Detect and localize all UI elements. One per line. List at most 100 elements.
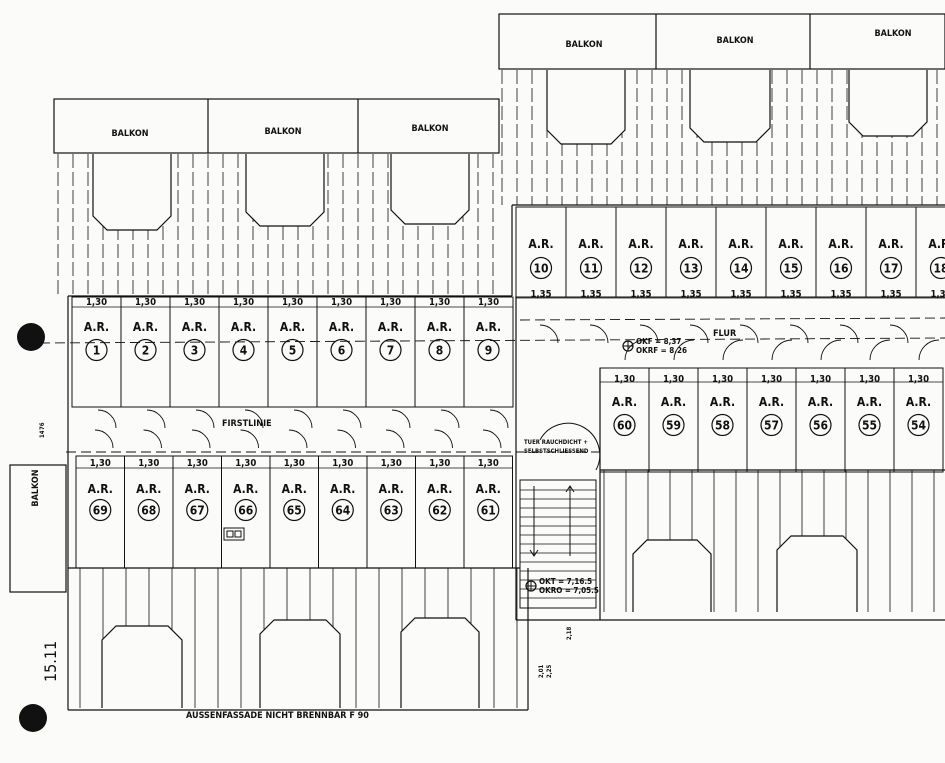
balcony-label-top-right-2: BALKON bbox=[716, 36, 753, 46]
room-number-circle bbox=[283, 498, 306, 522]
room-65: A.R.651,30 bbox=[269, 455, 319, 569]
room-number-circle bbox=[330, 338, 353, 362]
room-number: 60 bbox=[617, 419, 632, 433]
room-number-circle bbox=[477, 338, 500, 362]
facade-note: AUSSENFASSADE NICHT BRENNBAR F 90 bbox=[186, 711, 369, 721]
room-label: A.R. bbox=[928, 237, 945, 251]
balcony-label-top-right-3: BALKON bbox=[874, 29, 911, 39]
room-outline bbox=[665, 206, 717, 298]
dim-76: 76 bbox=[39, 422, 46, 430]
balcony-strip-right bbox=[498, 13, 945, 70]
room-number: 66 bbox=[238, 504, 253, 518]
room-17: A.R.171,35 bbox=[865, 206, 917, 300]
room-number-circle bbox=[428, 498, 451, 522]
dormer-top-4 bbox=[546, 70, 626, 145]
room-label: A.R. bbox=[710, 395, 735, 409]
room-63: A.R.631,30 bbox=[366, 455, 416, 569]
room-number-circle bbox=[134, 338, 157, 362]
room-4: A.R.41,30 bbox=[218, 296, 269, 408]
room-number-circle bbox=[629, 256, 653, 280]
room-number: 11 bbox=[583, 262, 598, 276]
room-outline bbox=[765, 206, 817, 298]
room-8: A.R.81,30 bbox=[414, 296, 465, 408]
room-number: 58 bbox=[715, 419, 730, 433]
room-number-circle bbox=[858, 413, 881, 437]
room-label: A.R. bbox=[878, 237, 903, 251]
dimension-label: 1,30 bbox=[380, 297, 401, 308]
balcony-label-top-left-2: BALKON bbox=[264, 127, 301, 137]
room-60: A.R.601,30 bbox=[599, 367, 650, 473]
room-number-circle bbox=[477, 498, 500, 522]
dimension-label: 1,30 bbox=[761, 374, 782, 385]
room-outline bbox=[815, 206, 867, 298]
punch-hole-bottom bbox=[19, 704, 47, 732]
room-54: A.R.541,30 bbox=[893, 367, 944, 473]
room-67: A.R.671,30 bbox=[172, 455, 222, 569]
room-label: A.R. bbox=[379, 482, 404, 496]
room-number-circle bbox=[183, 338, 206, 362]
room-18: A.R.181,35 bbox=[915, 206, 945, 300]
room-label: A.R. bbox=[136, 482, 161, 496]
room-outline bbox=[915, 206, 945, 298]
room-label: A.R. bbox=[231, 320, 256, 334]
room-label: A.R. bbox=[185, 482, 210, 496]
level-marker-upper: OKF = 8,37 OKRF = 8,26 bbox=[622, 337, 687, 355]
dimension-label: 1,30 bbox=[86, 297, 107, 308]
room-7: A.R.71,30 bbox=[365, 296, 416, 408]
room-number: 13 bbox=[683, 262, 698, 276]
dimension-label: 1,30 bbox=[908, 374, 929, 385]
room-label: A.R. bbox=[678, 237, 703, 251]
dormer-top-3 bbox=[390, 154, 470, 225]
room-11: A.R.111,35 bbox=[565, 206, 617, 300]
dimension-label: 1,30 bbox=[478, 297, 499, 308]
room-56: A.R.561,30 bbox=[795, 367, 846, 473]
room-label: A.R. bbox=[612, 395, 637, 409]
room-number: 9 bbox=[485, 344, 493, 358]
dimension-label: 1,35 bbox=[830, 289, 851, 300]
dimension-label: 1,35 bbox=[730, 289, 751, 300]
dimension-label: 1,30 bbox=[90, 458, 111, 469]
door-note-line-2: SELBSTSCHLIESSEND bbox=[524, 448, 589, 455]
room-number-circle bbox=[186, 498, 209, 522]
svg-text:OKRF = 8,26: OKRF = 8,26 bbox=[636, 346, 687, 355]
room-label: A.R. bbox=[329, 320, 354, 334]
room-64: A.R.641,30 bbox=[318, 455, 368, 569]
hall-label: FLUR bbox=[713, 329, 737, 339]
dimension-label: 1,35 bbox=[530, 289, 551, 300]
room-number: 67 bbox=[190, 504, 205, 518]
dormer-top-5 bbox=[689, 70, 771, 143]
room-68: A.R.681,30 bbox=[124, 455, 174, 569]
balcony-label-top-left-3: BALKON bbox=[411, 124, 448, 134]
dimension-label: 1,30 bbox=[235, 458, 256, 469]
dimension-label: 1,35 bbox=[680, 289, 701, 300]
dormer-bottom-4 bbox=[632, 539, 712, 612]
room-number: 69 bbox=[93, 504, 108, 518]
first-line-label: FIRSTLINIE bbox=[222, 419, 272, 429]
room-3: A.R.31,30 bbox=[169, 296, 220, 408]
dimension-label: 1,30 bbox=[663, 374, 684, 385]
dimension-label: 1,35 bbox=[880, 289, 901, 300]
punch-hole-top bbox=[17, 323, 45, 351]
balcony-strip-left bbox=[53, 98, 500, 154]
room-number-circle bbox=[380, 498, 403, 522]
room-label: A.R. bbox=[476, 320, 501, 334]
room-outline bbox=[463, 296, 514, 408]
balcony-label-left-side: BALKON bbox=[31, 469, 41, 506]
dormer-bottom-1 bbox=[101, 625, 183, 708]
dimension-label: 1,30 bbox=[138, 458, 159, 469]
room-number: 55 bbox=[862, 419, 877, 433]
room-number-circle bbox=[679, 256, 703, 280]
room-number-circle bbox=[829, 256, 853, 280]
room-label: A.R. bbox=[728, 237, 753, 251]
room-number-circle bbox=[809, 413, 832, 437]
room-outline bbox=[715, 206, 767, 298]
stair-dim-3: 2,18 bbox=[566, 626, 573, 640]
room-number: 7 bbox=[387, 344, 395, 358]
level-marker-lower: OKT = 7,16.5 OKRO = 7,05.5 bbox=[525, 577, 599, 595]
dimension-label: 1,30 bbox=[478, 458, 499, 469]
room-number: 54 bbox=[911, 419, 927, 433]
dimension-label: 1,30 bbox=[184, 297, 205, 308]
dormer-top-1 bbox=[92, 154, 172, 231]
room-outline bbox=[463, 455, 513, 569]
room-number: 63 bbox=[384, 504, 399, 518]
